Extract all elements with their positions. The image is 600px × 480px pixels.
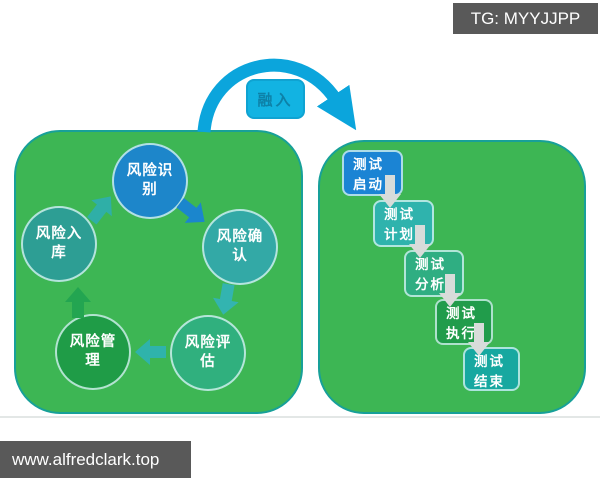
site-watermark: www.alfredclark.top	[0, 441, 191, 478]
test-step-analyze: 测试分析	[404, 250, 464, 297]
connector-label: 融入	[246, 79, 305, 119]
risk-step-store: 风险入库	[21, 206, 97, 282]
risk-step-label: 风险管理	[69, 334, 117, 369]
risk-step-assess: 风险评估	[170, 315, 246, 391]
test-step-execute: 测试执行	[435, 299, 493, 345]
risk-step-label: 风险识别	[126, 163, 174, 198]
test-step-label: 测试结束	[474, 354, 505, 390]
test-step-label: 测试启动	[353, 157, 384, 193]
risk-step-label: 风险入库	[35, 226, 83, 261]
test-step-start: 测试启动	[342, 150, 403, 196]
test-step-label: 测试计划	[384, 207, 415, 243]
test-step-label: 测试分析	[415, 257, 446, 293]
test-step-end: 测试结束	[463, 347, 520, 391]
risk-step-identify: 风险识别	[112, 143, 188, 219]
risk-step-confirm: 风险确认	[202, 209, 278, 285]
risk-step-label: 风险确认	[216, 229, 264, 264]
risk-step-manage: 风险管理	[55, 314, 131, 390]
risk-step-label: 风险评估	[184, 335, 232, 370]
divider-line	[0, 416, 600, 418]
tg-watermark: TG: MYYJJPP	[453, 3, 598, 34]
test-step-label: 测试执行	[446, 306, 477, 342]
test-step-plan: 测试计划	[373, 200, 434, 247]
